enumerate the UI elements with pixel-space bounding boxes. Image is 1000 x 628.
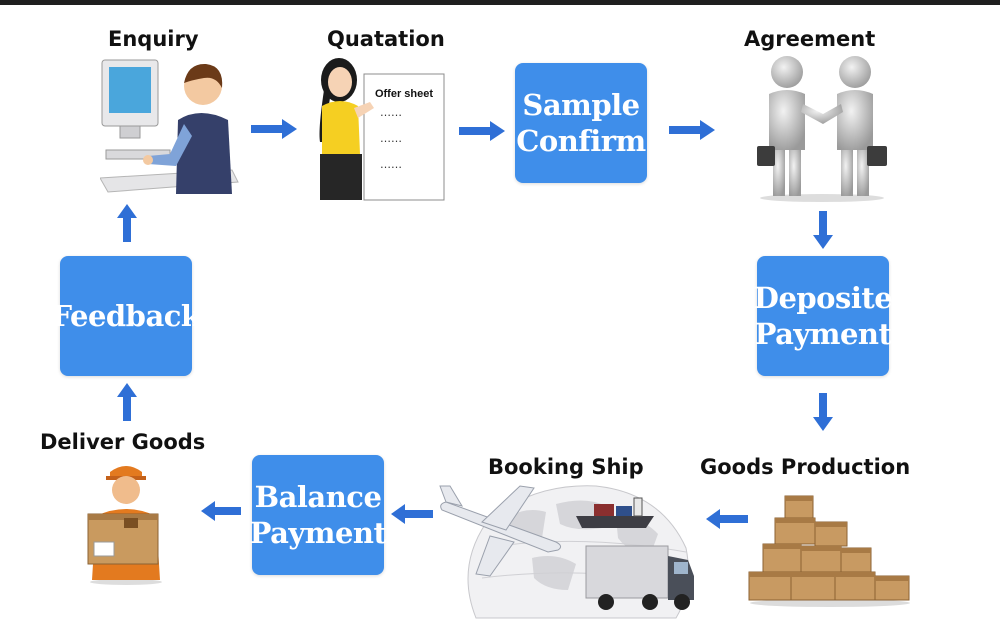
delivery-man-icon <box>87 466 162 585</box>
deposite-payment-line1: Deposite <box>753 280 893 315</box>
offer-sheet-dots-3: …… <box>380 158 402 171</box>
truck <box>585 545 694 610</box>
arrow-down-icon <box>813 211 833 249</box>
arrow-left-icon <box>391 504 433 524</box>
balance-payment-line1: Balance <box>254 479 382 514</box>
feedback-box: Feedback <box>52 256 201 376</box>
enquiry-label: Enquiry <box>108 27 199 51</box>
agreement-label: Agreement <box>744 27 876 51</box>
plane-ship-truck-icon <box>439 485 694 619</box>
handshake-icon <box>757 56 887 202</box>
offer-sheet-title: Offer sheet <box>374 88 434 100</box>
arrow-left-icon <box>706 509 748 529</box>
quatation-illustration: Offer sheet …… …… …… <box>308 50 448 202</box>
plane <box>439 485 562 577</box>
arrow-down-icon <box>813 393 833 431</box>
arrow-right-icon <box>251 119 297 139</box>
quatation-label: Quatation <box>327 27 445 51</box>
sample-confirm-box: Sample Confirm <box>515 63 647 183</box>
stacked-boxes-icon <box>748 495 910 607</box>
balance-payment-box: Balance Payment <box>249 455 387 575</box>
goods-production-label: Goods Production <box>700 455 911 479</box>
feedback-line: Feedback <box>51 298 202 333</box>
top-border <box>0 0 1000 5</box>
offer-sheet-dots-2: …… <box>380 132 402 145</box>
offer-sheet-dots-1: …… <box>380 106 402 119</box>
arrow-left-icon <box>201 501 241 521</box>
woman-with-offer-sheet-icon <box>319 58 445 201</box>
deliver-goods-label: Deliver Goods <box>40 430 206 454</box>
balance-payment-line2: Payment <box>249 516 387 550</box>
booking-ship-label: Booking Ship <box>488 455 644 479</box>
arrow-up-icon <box>117 204 137 242</box>
ship <box>576 497 654 528</box>
sample-confirm-line2: Confirm <box>516 124 646 158</box>
arrow-right-icon <box>459 121 505 141</box>
arrow-right-icon <box>669 120 715 140</box>
deposite-payment-line2: Payment <box>754 317 892 351</box>
person-at-computer-icon <box>100 59 239 194</box>
sample-confirm-line1: Sample <box>522 87 640 122</box>
arrow-up-icon <box>117 383 137 421</box>
deposite-payment-box: Deposite Payment <box>753 256 893 376</box>
